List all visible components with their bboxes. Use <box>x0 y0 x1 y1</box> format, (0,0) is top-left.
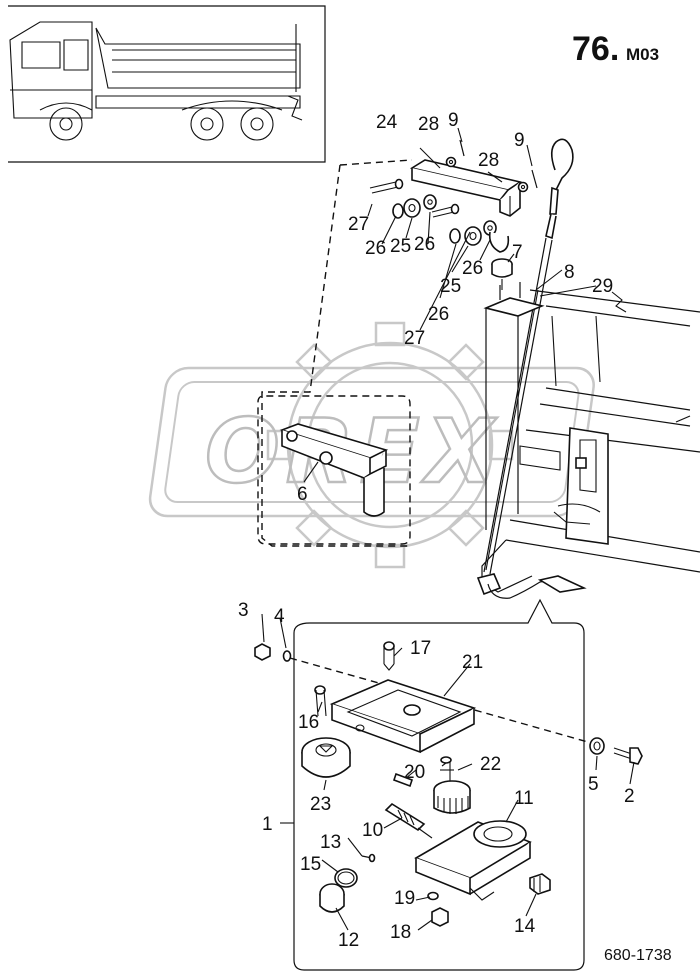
cotter-pin-9-left <box>459 139 465 157</box>
lock-plate <box>553 427 609 545</box>
inset-frame <box>8 5 326 163</box>
release-cable-8 <box>483 138 574 575</box>
nut-18 <box>431 907 449 927</box>
callout-26-b: 26 <box>414 234 435 255</box>
washer-19 <box>427 891 439 901</box>
pulley-23 <box>301 737 351 778</box>
bushing-25-right <box>464 226 482 246</box>
callout-1: 1 <box>262 814 273 835</box>
callout-17: 17 <box>410 638 431 659</box>
callout-3: 3 <box>238 600 249 621</box>
cotter-pin-9-right <box>531 169 538 189</box>
callout-25-left: 25 <box>390 236 411 257</box>
watermark-gear <box>266 321 514 569</box>
callout-28-right: 28 <box>478 150 499 171</box>
cap-12 <box>319 883 345 913</box>
document-number: 680-1738 <box>604 947 672 964</box>
callout-2: 2 <box>624 786 635 807</box>
truck-rear-wheel-2 <box>240 107 274 141</box>
callout-8: 8 <box>564 262 575 283</box>
post-lower-linkage <box>476 573 587 599</box>
bolt-27-upper <box>369 178 404 194</box>
bushing-25-left <box>403 198 421 218</box>
truck-inset <box>8 5 326 163</box>
callout-14: 14 <box>514 916 536 937</box>
callout-6: 6 <box>297 484 308 505</box>
truck-dump-body <box>95 27 301 89</box>
callout-27-upper: 27 <box>348 214 369 235</box>
callout-21: 21 <box>462 652 483 673</box>
washer-26-c <box>449 228 461 244</box>
truck-rear-wheel-1 <box>190 107 224 141</box>
hinge-pin-end <box>488 231 510 253</box>
callout-29: 29 <box>592 276 613 297</box>
callout-26-c: 26 <box>462 258 483 279</box>
upper-group-outline <box>261 159 413 547</box>
gear-shaft-22 <box>433 756 471 814</box>
cable-guide-7 <box>491 258 513 290</box>
bracket-6 <box>279 423 389 517</box>
callout-15: 15 <box>300 854 321 875</box>
pin-13 <box>361 853 376 863</box>
leader-lines <box>261 127 635 931</box>
callout-26-a: 26 <box>365 238 386 259</box>
callout-18: 18 <box>390 922 411 943</box>
bolt-16 <box>314 685 327 717</box>
callout-9-left: 9 <box>448 110 459 131</box>
callout-labels: 24 28 9 9 28 27 26 25 26 26 25 26 27 7 8… <box>238 110 635 951</box>
nut-14 <box>529 873 551 895</box>
callout-24: 24 <box>376 112 398 133</box>
lower-detail-frame <box>293 598 585 971</box>
callout-22: 22 <box>480 754 501 775</box>
tailgate-frame <box>481 282 700 593</box>
nut-3 <box>254 643 271 661</box>
callout-5: 5 <box>588 774 599 795</box>
corner-post-top <box>483 297 545 317</box>
callout-23: 23 <box>310 794 331 815</box>
callout-7: 7 <box>512 242 523 263</box>
truck-front-wheel <box>49 107 83 141</box>
callout-20: 20 <box>404 762 425 783</box>
bracket-detail-outline <box>257 395 411 545</box>
page-suffix: M03 <box>626 45 659 64</box>
callout-27-lower: 27 <box>404 328 425 349</box>
housing-21 <box>329 679 477 754</box>
screw-17 <box>383 641 395 671</box>
nut-28-right <box>517 181 529 193</box>
bolt-2 <box>613 747 643 765</box>
callout-25-right: 25 <box>440 276 461 297</box>
callout-10: 10 <box>362 820 383 841</box>
truck-cab <box>9 21 93 119</box>
callout-28-left: 28 <box>418 114 439 135</box>
callout-11: 11 <box>514 788 534 809</box>
bracket-11 <box>414 820 532 901</box>
callout-4: 4 <box>274 606 285 627</box>
nut-28-left <box>445 156 457 168</box>
washer-4 <box>282 650 292 662</box>
worm-shaft-10 <box>384 802 433 839</box>
assembly-axis <box>289 657 589 743</box>
callout-12: 12 <box>338 930 359 951</box>
washer-5 <box>589 737 605 755</box>
washer-26-b <box>423 194 437 210</box>
callout-26-d: 26 <box>428 304 449 325</box>
bolt-27-lower <box>431 203 460 218</box>
callout-9-right: 9 <box>514 130 525 151</box>
callout-16: 16 <box>298 712 319 733</box>
washer-26-a <box>392 203 404 219</box>
callout-19: 19 <box>394 888 415 909</box>
page-number: 76. <box>572 30 619 68</box>
callout-13: 13 <box>320 832 341 853</box>
ring-15 <box>334 868 358 888</box>
